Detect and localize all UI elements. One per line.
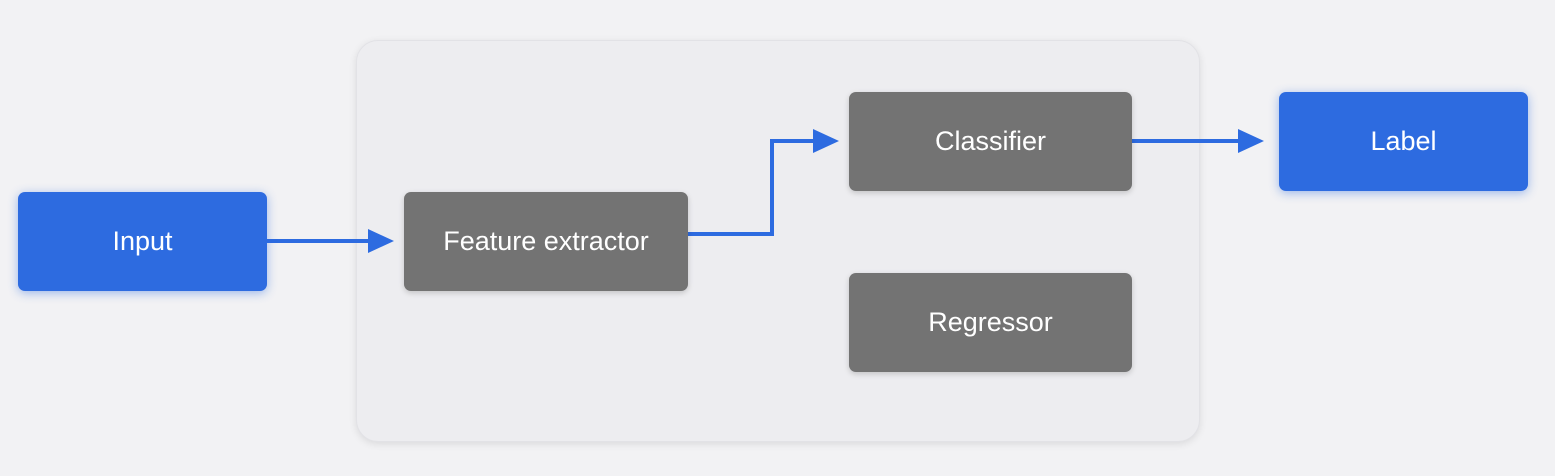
label-node-label: Label xyxy=(1370,126,1437,156)
classifier-node-label: Classifier xyxy=(934,126,1047,156)
label-node[interactable]: Label xyxy=(1279,92,1528,191)
input-node-label: Input xyxy=(112,226,173,256)
feature-extractor-node[interactable]: Feature extractor xyxy=(404,192,688,291)
regressor-node-label: Regressor xyxy=(928,307,1053,337)
regressor-node[interactable]: Regressor xyxy=(849,273,1132,372)
classifier-node[interactable]: Classifier xyxy=(849,92,1132,191)
input-node[interactable]: Input xyxy=(18,192,267,291)
feature-extractor-node-label: Feature extractor xyxy=(443,226,649,256)
